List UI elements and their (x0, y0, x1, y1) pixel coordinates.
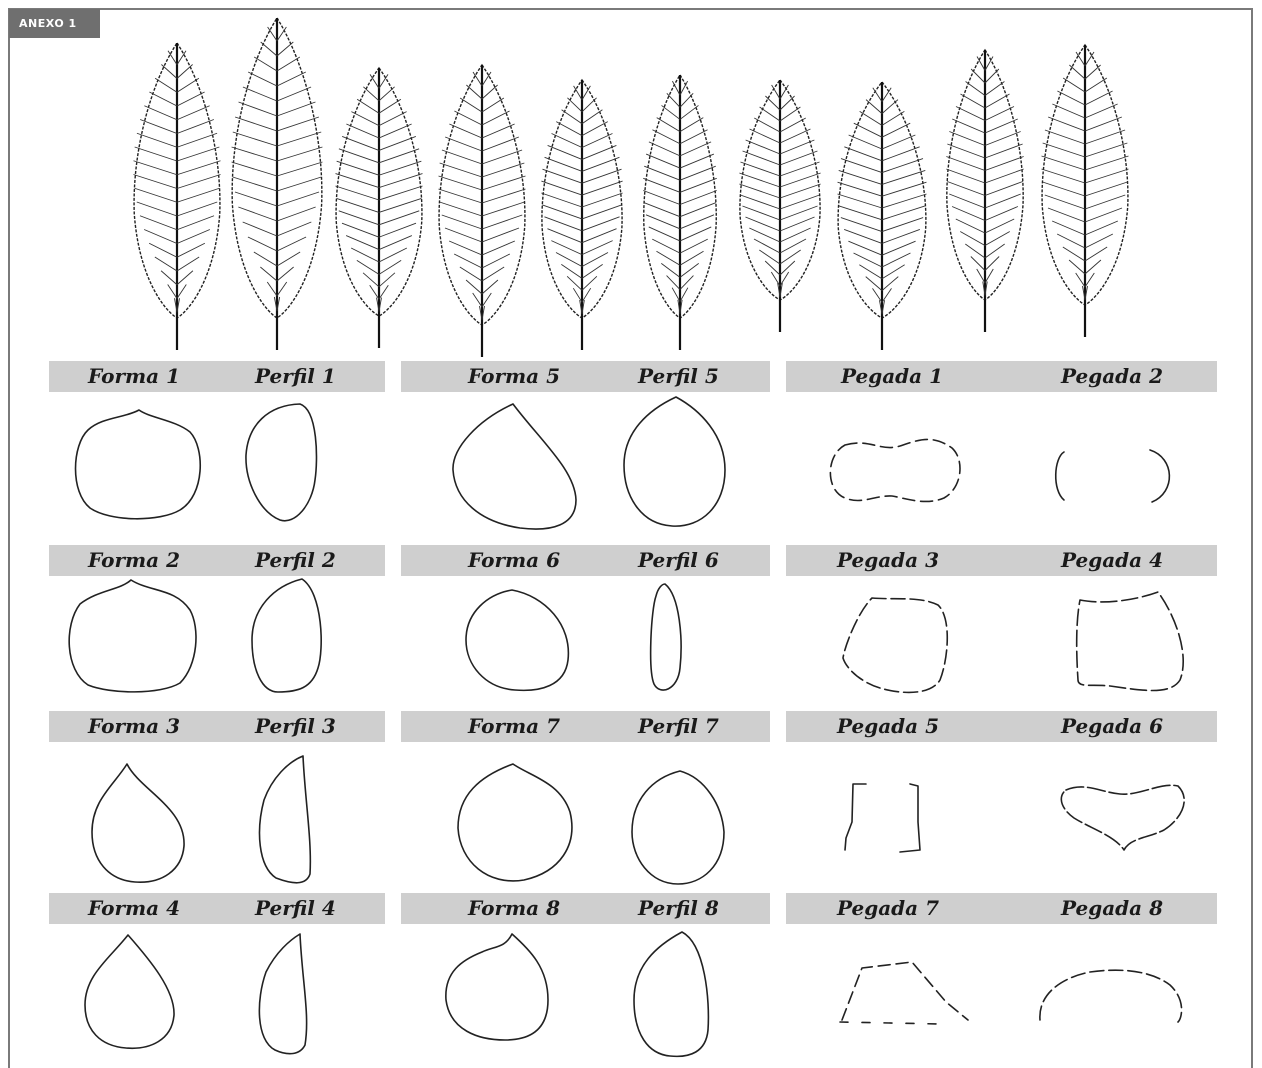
forma-3-outline (92, 764, 184, 882)
forma-6-outline (466, 590, 568, 690)
perfil-1-outline (246, 404, 317, 521)
perfil-4-outline (259, 934, 306, 1054)
pegada-8-outline (1040, 970, 1182, 1022)
forma-5-outline (453, 404, 576, 529)
pegada-5-left (845, 784, 866, 850)
perfil-2-outline (252, 579, 321, 692)
pegada-2-right (1150, 450, 1169, 502)
perfil-6-outline (651, 584, 681, 690)
pegada-1-outline (830, 439, 960, 501)
pegada-4-outline (1077, 592, 1184, 691)
pegada-7-base (840, 1022, 940, 1024)
pegada-5-right (900, 784, 920, 852)
pegada-2-left (1056, 452, 1064, 500)
perfil-8-outline (634, 932, 708, 1056)
forma-7-outline (458, 764, 572, 881)
forma-4-outline (85, 935, 174, 1048)
perfil-7-outline (632, 771, 724, 884)
perfil-5-outline (624, 397, 725, 526)
pegada-3-outline (843, 598, 947, 692)
pegada-6-outline (1061, 785, 1184, 850)
forma-1-outline (76, 410, 201, 519)
perfil-3-outline (260, 756, 311, 883)
forma-8-outline (446, 934, 548, 1040)
pegada-7-outline (842, 962, 968, 1020)
forma-2-outline (69, 580, 196, 692)
